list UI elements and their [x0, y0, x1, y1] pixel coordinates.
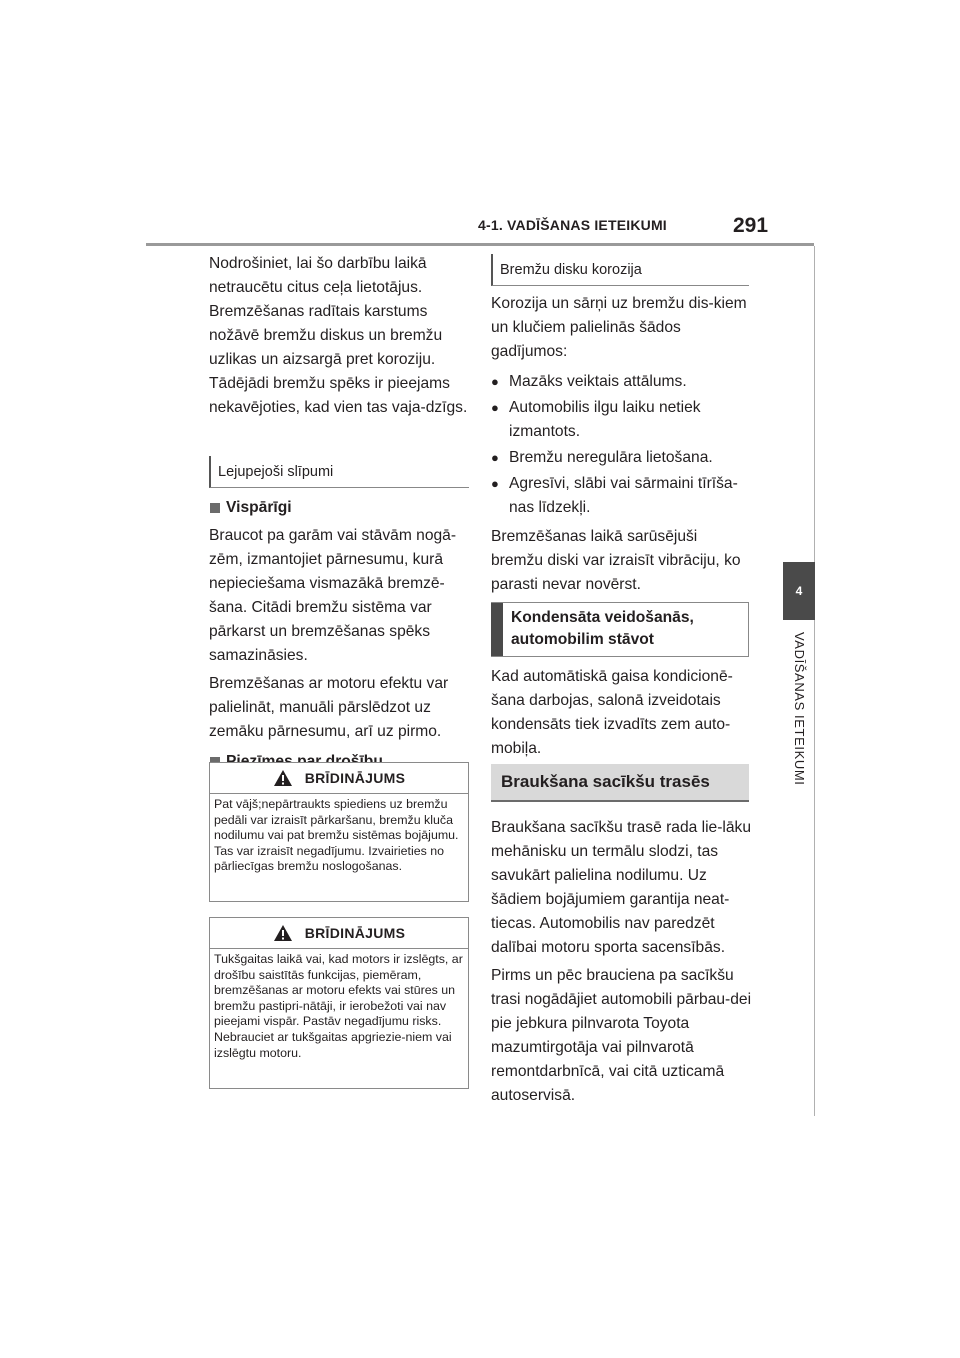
- bullet-icon: ●: [491, 400, 499, 415]
- list-item-text: Agresīvi, slābi vai sārmaini tīrīša-nas …: [509, 475, 738, 516]
- warning-triangle-icon: [273, 770, 292, 786]
- warning-title: BRĪDINĀJUMS: [304, 925, 406, 941]
- race-paragraph: Pirms un pēc brauciena pa sacīkšu trasi …: [491, 967, 752, 1104]
- list-item-text: Mazāks veiktais attālums.: [509, 373, 687, 390]
- list-item: ● Mazāks veiktais attālums.: [491, 370, 753, 394]
- corrosion-list: ● Mazāks veiktais attālums. ● Automobili…: [491, 370, 753, 520]
- condensate-section: Kad automātiskā gaisa kondicionē-šana da…: [491, 665, 753, 761]
- corrosion-intro: Korozija un sārņi uz bremžu dis-kiem un …: [491, 295, 747, 360]
- subheading-general-label: Vispārīgi: [226, 499, 292, 516]
- warning-header: BRĪDINĀJUMS: [210, 763, 468, 794]
- chapter-label-wrap: VADĪŠANAS IETEIKUMI: [783, 632, 815, 802]
- bullet-icon: ●: [491, 476, 499, 491]
- warning-text: Pat vājš;nepārtraukts spiediens uz bremž…: [214, 797, 459, 874]
- warning-box: BRĪDINĀJUMS Tukšgaitas laikā vai, kad mo…: [209, 917, 469, 1089]
- heading-race: Braukšana sacīkšu trasēs: [491, 764, 749, 802]
- intro-text: Nodrošiniet, lai šo darbību laikā netrau…: [209, 252, 471, 420]
- subheading-general: Vispārīgi: [209, 496, 471, 520]
- page-number: 291: [733, 214, 769, 237]
- bullet-icon: ●: [491, 450, 499, 465]
- section-title: 4-1. VADĪŠANAS IETEIKUMI: [478, 217, 667, 233]
- warning-text: Tukšgaitas laikā vai, kad motors ir izsl…: [214, 952, 463, 1060]
- chapter-number: 4: [795, 584, 803, 598]
- list-item-text: Automobilis ilgu laiku netiek izmantots.: [509, 399, 701, 440]
- side-divider: [814, 246, 815, 1116]
- chapter-tab: 4: [783, 562, 815, 620]
- general-section: Vispārīgi Braucot pa garām vai stāvām no…: [209, 496, 471, 774]
- intro-paragraph: Bremzēšanas radītais karstums nožāvē bre…: [209, 303, 443, 368]
- chapter-label: VADĪŠANAS IETEIKUMI: [792, 632, 807, 786]
- race-paragraph: Braukšana sacīkšu trasē rada lie-lāku me…: [491, 819, 752, 956]
- intro-paragraph: Nodrošiniet, lai šo darbību laikā netrau…: [209, 255, 427, 296]
- header-rule: [146, 243, 814, 246]
- general-paragraph: Braucot pa garām vai stāvām nogā-zēm, iz…: [209, 527, 457, 664]
- square-bullet-icon: [210, 503, 220, 513]
- list-item: ● Agresīvi, slābi vai sārmaini tīrīša-na…: [491, 472, 753, 520]
- general-paragraph: Bremzēšanas ar motoru efektu var palieli…: [209, 675, 449, 740]
- heading-condensate: Kondensāta veidošanās, automobilim stāvo…: [491, 602, 749, 657]
- race-section: Braukšana sacīkšu trasē rada lie-lāku me…: [491, 816, 753, 1108]
- intro-paragraph: Tādējādi bremžu spēks ir pieejams nekavē…: [209, 375, 468, 416]
- corrosion-section: Korozija un sārņi uz bremžu dis-kiem un …: [491, 292, 753, 597]
- heading-corrosion: Bremžu disku korozija: [491, 254, 749, 286]
- heading-condensate-label: Kondensāta veidošanās, automobilim stāvo…: [511, 609, 694, 648]
- warning-header: BRĪDINĀJUMS: [210, 918, 468, 949]
- condensate-text: Kad automātiskā gaisa kondicionē-šana da…: [491, 668, 733, 757]
- bullet-icon: ●: [491, 374, 499, 389]
- list-item-text: Bremžu neregulāra lietošana.: [509, 449, 713, 466]
- warning-box: BRĪDINĀJUMS Pat vājš;nepārtraukts spiedi…: [209, 762, 469, 902]
- list-item: ● Automobilis ilgu laiku netiek izmantot…: [491, 396, 753, 444]
- list-item: ● Bremžu neregulāra lietošana.: [491, 446, 753, 470]
- warning-triangle-icon: [273, 925, 292, 941]
- corrosion-after: Bremzēšanas laikā sarūsējuši bremžu disk…: [491, 528, 741, 593]
- heading-slopes: Lejupejoši slīpumi: [209, 456, 469, 488]
- heading-bar: [491, 603, 503, 656]
- warning-title: BRĪDINĀJUMS: [304, 770, 406, 786]
